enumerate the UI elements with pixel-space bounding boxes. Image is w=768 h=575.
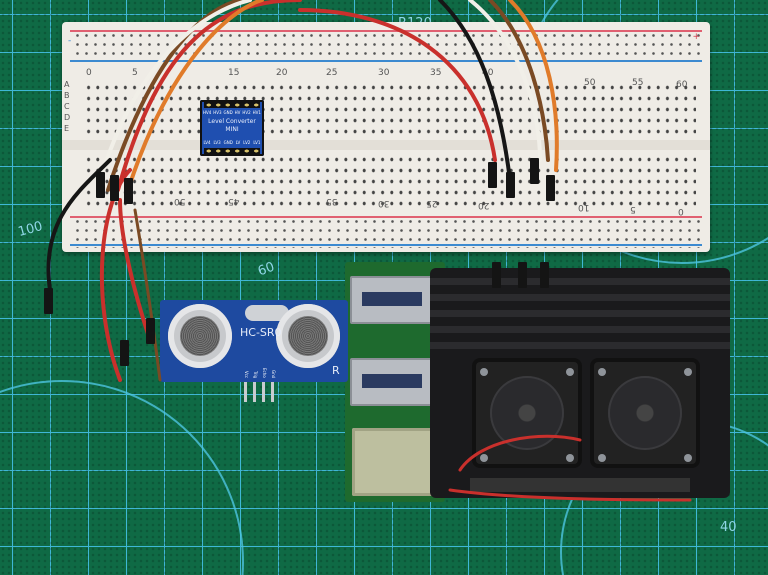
terminal-strip-bottom	[82, 152, 696, 210]
column-number: 5	[132, 68, 138, 78]
screw	[566, 454, 574, 462]
sensor-r-label: R	[332, 364, 340, 377]
screw	[480, 454, 488, 462]
rail-mark: +	[692, 32, 700, 42]
mat-label-40: 40	[720, 520, 737, 535]
row-label: D	[64, 113, 71, 122]
jumper-connector	[492, 262, 501, 288]
terminal-strip-top	[82, 80, 696, 138]
screw	[598, 454, 606, 462]
level-converter-module: HV4 HV3 GND HV HV2 HV1 Level Converter M…	[200, 100, 264, 156]
cooling-fan	[590, 358, 700, 468]
ultrasonic-sensor: HC-SR0 R Vcc Trig Echo Gnd	[160, 300, 348, 382]
row-label: E	[64, 124, 70, 133]
power-rail-bottom	[70, 214, 702, 248]
receiver	[276, 304, 340, 368]
column-number: 20	[276, 68, 288, 78]
jumper-connector	[488, 162, 497, 188]
usb-port	[350, 276, 434, 324]
rail-mark: -	[68, 36, 72, 46]
header-pins-top	[204, 102, 260, 108]
gpio-header	[470, 478, 690, 492]
crystal-oscillator	[245, 305, 289, 321]
cooling-fan	[472, 358, 582, 468]
screw	[480, 368, 488, 376]
jumper-connector	[146, 318, 155, 344]
jumper-connector	[96, 172, 105, 198]
jumper-connector	[546, 175, 555, 201]
module-title: Level Converter MINI	[208, 118, 256, 133]
usb-port	[350, 358, 434, 406]
pin-label: Vcc	[244, 370, 249, 378]
column-number: 0	[86, 68, 92, 78]
column-number: 25	[326, 68, 338, 78]
jumper-connector	[124, 178, 133, 204]
screw	[566, 368, 574, 376]
pin-label: Echo	[262, 368, 267, 378]
column-number: 40	[482, 68, 494, 78]
sensor-model-label: HC-SR0	[240, 326, 282, 339]
pin-labels-top: HV4 HV3 GND HV HV2 HV1	[202, 110, 261, 115]
column-number: 35	[430, 68, 442, 78]
pin-label: Trig	[253, 370, 258, 378]
row-label: B	[64, 91, 70, 100]
pin-label: Gnd	[271, 369, 276, 378]
breadboard: + - 0 5 15 20 25 30 35 40 50 55 60 A B C…	[62, 22, 710, 252]
row-label: C	[64, 102, 70, 111]
jumper-connector	[518, 262, 527, 288]
transmitter	[168, 304, 232, 368]
jumper-connector	[540, 262, 549, 288]
row-label: A	[64, 80, 70, 89]
jumper-connector	[110, 175, 119, 201]
heatsink-case	[430, 268, 730, 498]
column-number: 15	[228, 68, 240, 78]
column-number: 30	[378, 68, 390, 78]
screw	[684, 368, 692, 376]
jumper-connector	[120, 340, 129, 366]
jumper-connector	[506, 172, 515, 198]
ethernet-port	[352, 428, 444, 496]
screw	[598, 368, 606, 376]
screw	[684, 454, 692, 462]
jumper-connector	[530, 158, 539, 184]
jumper-connector	[44, 288, 53, 314]
center-channel	[62, 140, 710, 150]
pin-labels-bottom: LV4 LV3 GND LV LV2 LV1	[203, 140, 261, 145]
header-pins-bottom	[204, 148, 260, 154]
